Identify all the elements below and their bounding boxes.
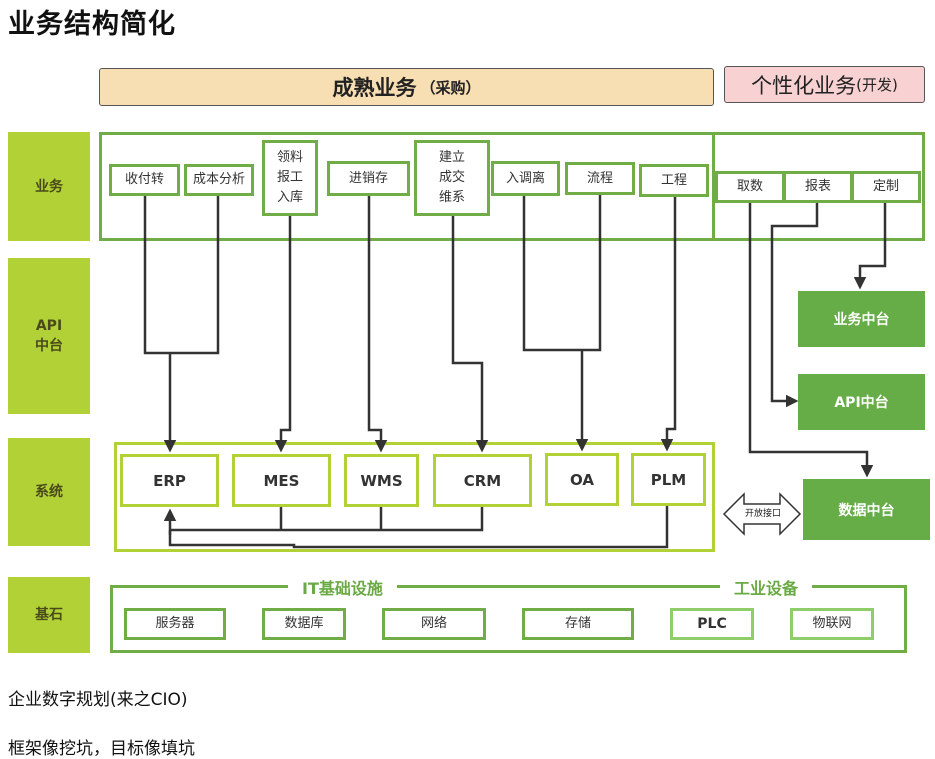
foundation-item-iot[interactable]: 物联网 [790, 608, 874, 640]
foundation-item-label: 网络 [420, 616, 447, 631]
business-item-label: 流程 [586, 170, 613, 186]
connector-plm-erp [168, 506, 669, 549]
business-item[interactable]: 工程 [639, 164, 709, 197]
open-interface-label: 开放接口 [744, 509, 781, 519]
system-label: PLM [650, 470, 687, 489]
layer-api-label-2: 中台 [35, 338, 63, 354]
layer-system: 系统 [8, 438, 90, 546]
foundation-item-storage[interactable]: 存储 [522, 608, 634, 640]
layer-business-label: 业务 [35, 178, 63, 195]
business-item[interactable]: 入调离 [491, 161, 560, 196]
api-middle-platform-label: API中台 [834, 395, 889, 411]
business-item-label: 入库 [276, 190, 303, 205]
layer-api-label-1: API [35, 318, 63, 334]
data-middle-platform-label: 数据中台 [838, 502, 895, 519]
system-crm[interactable]: CRM [433, 454, 532, 507]
business-item[interactable]: 收付转 [109, 164, 180, 196]
foundation-item-label: 物联网 [812, 616, 852, 631]
system-label: OA [570, 470, 594, 489]
layer-system-label: 系统 [35, 484, 63, 500]
foundation-item-label: 数据库 [284, 616, 324, 631]
system-oa[interactable]: OA [545, 453, 619, 506]
business-item-label: 领料 [276, 150, 303, 165]
system-frame [114, 442, 715, 552]
custom-item-custom[interactable]: 定制 [851, 171, 921, 203]
system-erp[interactable]: ERP [120, 454, 219, 507]
layer-foundation-label: 基石 [35, 607, 63, 623]
foundation-item-label: 服务器 [155, 616, 195, 631]
connector-定制 [853, 203, 887, 290]
business-middle-platform-label: 业务中台 [833, 312, 890, 328]
connector-mes [274, 216, 292, 453]
custom-item-label: 报表 [804, 179, 831, 194]
page-title: 业务结构简化 [8, 9, 176, 40]
custom-business-sub: (开发) [856, 76, 898, 94]
mature-business-sub: （采购） [420, 78, 481, 97]
footer-line-1: 企业数字规划(来之CIO) [8, 690, 188, 710]
business-item[interactable]: 领料 报工 入库 [262, 140, 318, 216]
open-interface-arrow-icon [722, 492, 802, 536]
foundation-item-plc[interactable]: PLC [670, 608, 754, 640]
business-item-label: 收付转 [124, 172, 164, 187]
business-item-label: 建立 [438, 150, 465, 165]
system-label: WMS [360, 471, 403, 490]
business-item-label: 入调离 [505, 170, 545, 186]
business-item[interactable]: 流程 [565, 162, 635, 195]
system-wms[interactable]: WMS [344, 454, 419, 507]
connector-取数 [748, 203, 874, 478]
foundation-frame [110, 585, 907, 653]
business-item-label: 报工 [276, 170, 303, 185]
custom-business-label: 个性化业务 [751, 73, 857, 98]
system-label: ERP [153, 471, 186, 490]
business-item[interactable]: 成本分析 [184, 164, 254, 196]
business-middle-platform[interactable]: 业务中台 [798, 291, 925, 347]
connector-crm [451, 216, 489, 453]
business-item-label: 成交 [438, 170, 465, 185]
api-middle-platform[interactable]: API中台 [798, 374, 925, 430]
custom-item-label: 定制 [872, 179, 899, 194]
custom-item-label: 取数 [736, 179, 763, 194]
custom-business-banner: 个性化业务(开发) [724, 66, 925, 103]
business-item-label: 维系 [438, 190, 465, 205]
layer-api: API 中台 [8, 258, 90, 414]
system-plm[interactable]: PLM [631, 453, 706, 506]
business-item-label: 工程 [660, 172, 687, 188]
system-label: CRM [463, 471, 502, 490]
business-item-label: 进销存 [348, 170, 388, 186]
business-item[interactable]: 进销存 [327, 161, 410, 196]
footer-line-2: 框架像挖坑，目标像填坑 [8, 739, 195, 759]
system-mes[interactable]: MES [232, 454, 331, 507]
mature-business-label: 成熟业务 [332, 76, 417, 100]
system-label: MES [263, 471, 300, 490]
connector-入调离 [522, 195, 602, 352]
industrial-equipment-label: 工业设备 [720, 575, 813, 599]
layer-foundation: 基石 [8, 577, 90, 653]
foundation-item-database[interactable]: 数据库 [262, 608, 346, 640]
data-middle-platform[interactable]: 数据中台 [803, 479, 930, 540]
foundation-item-label: 存储 [564, 616, 591, 631]
business-item-label: 成本分析 [192, 172, 245, 187]
foundation-item-server[interactable]: 服务器 [124, 608, 226, 640]
custom-item-report[interactable]: 报表 [783, 171, 853, 203]
connector-systems-bus [170, 507, 484, 532]
connector-收付转-erp [143, 196, 220, 355]
business-item[interactable]: 建立 成交 维系 [414, 140, 490, 216]
connector-plm [660, 197, 677, 452]
it-infrastructure-label: IT基础设施 [288, 575, 397, 599]
layer-business: 业务 [8, 132, 90, 241]
connector-wms [367, 196, 388, 453]
mature-business-banner: 成熟业务（采购） [99, 68, 714, 106]
foundation-item-network[interactable]: 网络 [382, 608, 486, 640]
foundation-item-label: PLC [697, 616, 727, 632]
connector-报表 [770, 203, 819, 408]
